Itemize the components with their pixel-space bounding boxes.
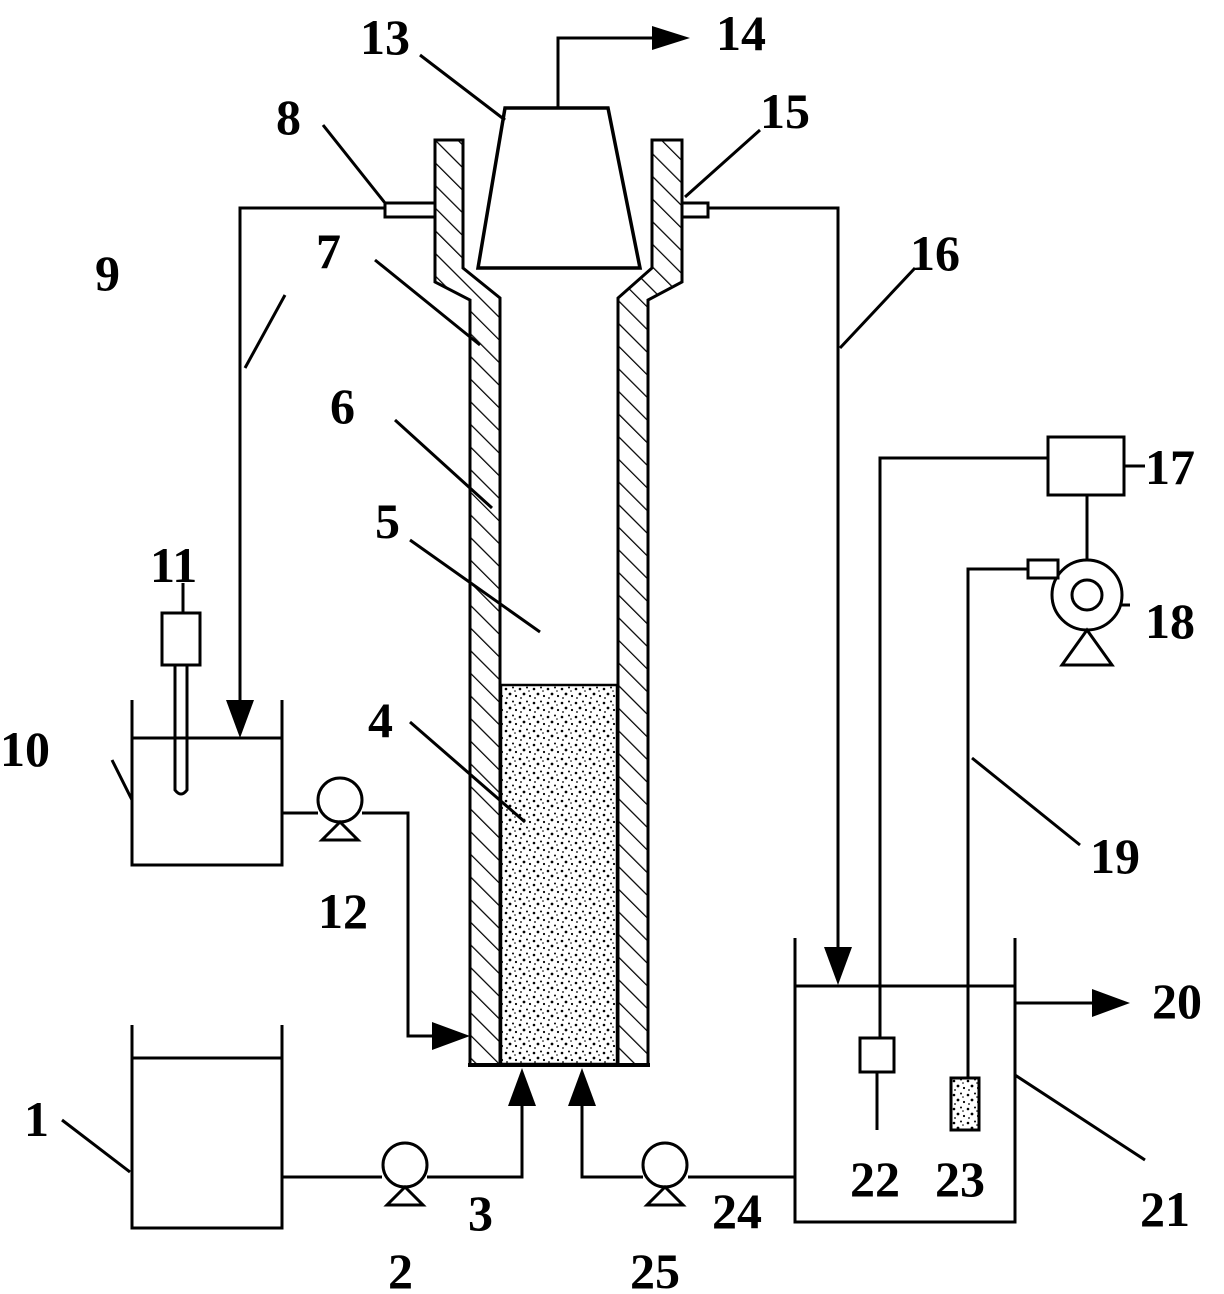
label-9: 9: [95, 245, 120, 301]
pump-12: [282, 776, 470, 1050]
tank-10: [130, 611, 284, 867]
label-8: 8: [276, 89, 301, 145]
blower-18: [966, 558, 1124, 1078]
label-25: 25: [630, 1243, 680, 1294]
reactor-column: [433, 106, 684, 1067]
nozzle-8: [383, 201, 437, 219]
label-2: 2: [388, 1243, 413, 1294]
effluent-line-16: [708, 206, 852, 985]
label-20: 20: [1152, 973, 1202, 1029]
label-14: 14: [716, 5, 766, 61]
label-17: 17: [1145, 439, 1195, 495]
label-18: 18: [1145, 593, 1195, 649]
label-21: 21: [1140, 1181, 1190, 1237]
recycle-line-9: [226, 206, 385, 738]
nozzle-15: [680, 201, 710, 219]
label-1: 1: [24, 1091, 49, 1147]
label-13: 13: [360, 9, 410, 65]
label-6: 6: [330, 378, 355, 434]
tank-21: [793, 938, 1130, 1224]
separator-cone: [475, 106, 643, 270]
sensor-22: [858, 1036, 896, 1074]
label-12: 12: [318, 883, 368, 939]
probe-11: [160, 611, 202, 667]
packed-media-bed: [499, 683, 619, 1066]
label-3: 3: [468, 1185, 493, 1241]
tank-1: [130, 1025, 284, 1230]
label-10: 10: [0, 721, 50, 777]
reactor-head-left-wall: [433, 138, 502, 1067]
reactor-head-right-wall: [616, 138, 684, 1067]
label-23: 23: [935, 1151, 985, 1207]
pump-2: [282, 1068, 536, 1207]
label-11: 11: [150, 537, 197, 593]
label-7: 7: [316, 223, 341, 279]
gas-outlet-line: [556, 26, 690, 108]
pump-25: [568, 942, 797, 1207]
label-4: 4: [368, 692, 393, 748]
diffuser-23: [949, 1076, 981, 1132]
label-24: 24: [712, 1183, 762, 1239]
label-5: 5: [375, 493, 400, 549]
label-22: 22: [850, 1151, 900, 1207]
label-19: 19: [1090, 828, 1140, 884]
controller-17: [878, 435, 1145, 1038]
label-16: 16: [910, 225, 960, 281]
label-15: 15: [760, 83, 810, 139]
